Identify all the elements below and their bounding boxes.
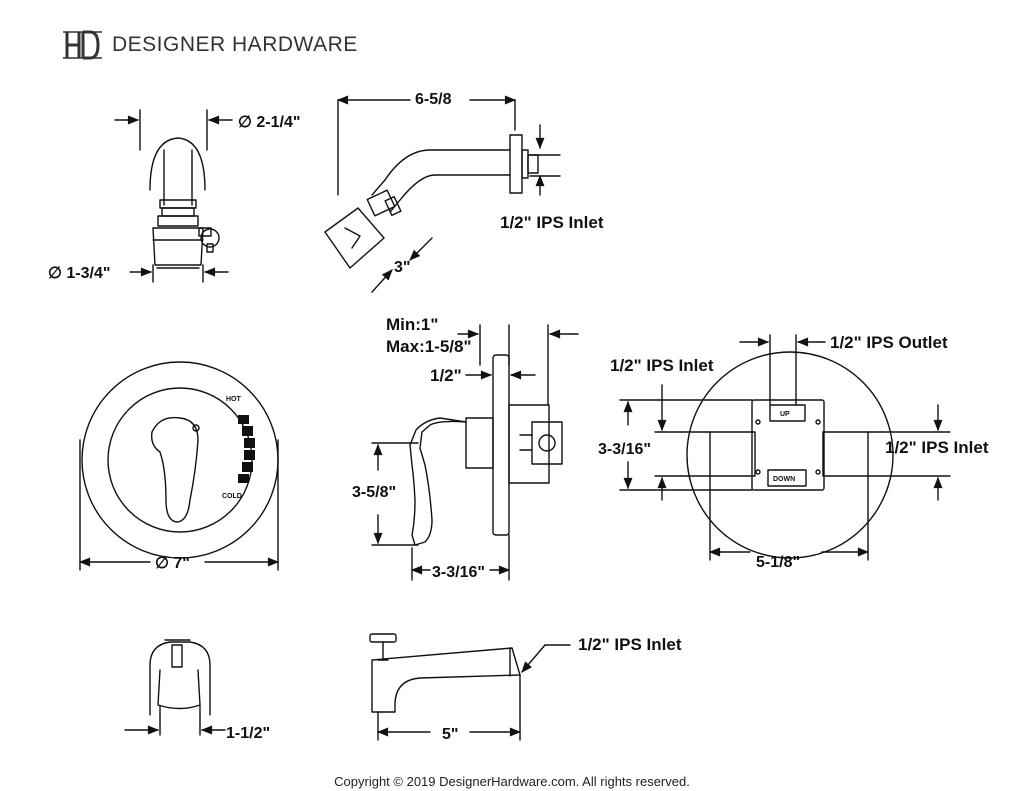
cold-label: COLD — [222, 493, 242, 500]
plate-dia-label: ∅ 7" — [155, 555, 190, 572]
valve-min-label: Min:1" — [386, 315, 438, 334]
valve-max-label: Max:1-5/8" — [386, 337, 472, 356]
shower-inlet-label: 1/2" IPS Inlet — [500, 213, 604, 232]
shower-head-dim — [129, 264, 229, 283]
rear-outlet-label: 1/2" IPS Outlet — [830, 333, 948, 352]
shower-arm-side-view — [324, 95, 561, 293]
rear-inlet-right-label: 1/2" IPS Inlet — [885, 438, 989, 457]
spout-inlet-label: 1/2" IPS Inlet — [578, 635, 682, 654]
valve-side-view — [371, 324, 579, 581]
valve-height-label: 3-5/8" — [352, 484, 396, 501]
shower-head-front-view — [149, 137, 220, 269]
copyright-notice: Copyright © 2019 DesignerHardware.com. A… — [334, 774, 690, 789]
valve-rear-view — [619, 334, 951, 561]
rear-height-label: 3-3/16" — [598, 441, 651, 458]
shower-arm-length-label: 6-5/8 — [415, 91, 452, 108]
rear-width-label: 5-1/8" — [756, 554, 800, 571]
spout-dia-label: 1-1/2" — [226, 725, 270, 742]
rear-up-label: UP — [780, 411, 790, 418]
brand-header: DESIGNER HARDWARE — [62, 28, 358, 62]
shower-flange-dia-label: ∅ 2-1/4" — [238, 114, 300, 131]
shower-head-dia-label: ∅ 1-3/4" — [48, 265, 110, 282]
temperature-scale — [238, 415, 255, 483]
brand-name: DESIGNER HARDWARE — [112, 33, 358, 56]
rear-inlet-top-label: 1/2" IPS Inlet — [610, 356, 714, 375]
tub-spout-side-view — [369, 633, 571, 741]
brand-logo-icon — [63, 30, 102, 60]
tub-spout-front-view — [124, 639, 226, 736]
hot-label: HOT — [226, 396, 242, 403]
shower-flange-dim — [114, 109, 233, 151]
spout-length-label: 5" — [442, 726, 458, 743]
valve-depth-label: 3-3/16" — [432, 564, 485, 581]
rear-down-label: DOWN — [773, 476, 795, 483]
valve-trim-front-view — [78, 361, 280, 571]
valve-half-label: 1/2" — [430, 366, 462, 385]
shower-arm-drop-label: 3" — [394, 259, 410, 276]
